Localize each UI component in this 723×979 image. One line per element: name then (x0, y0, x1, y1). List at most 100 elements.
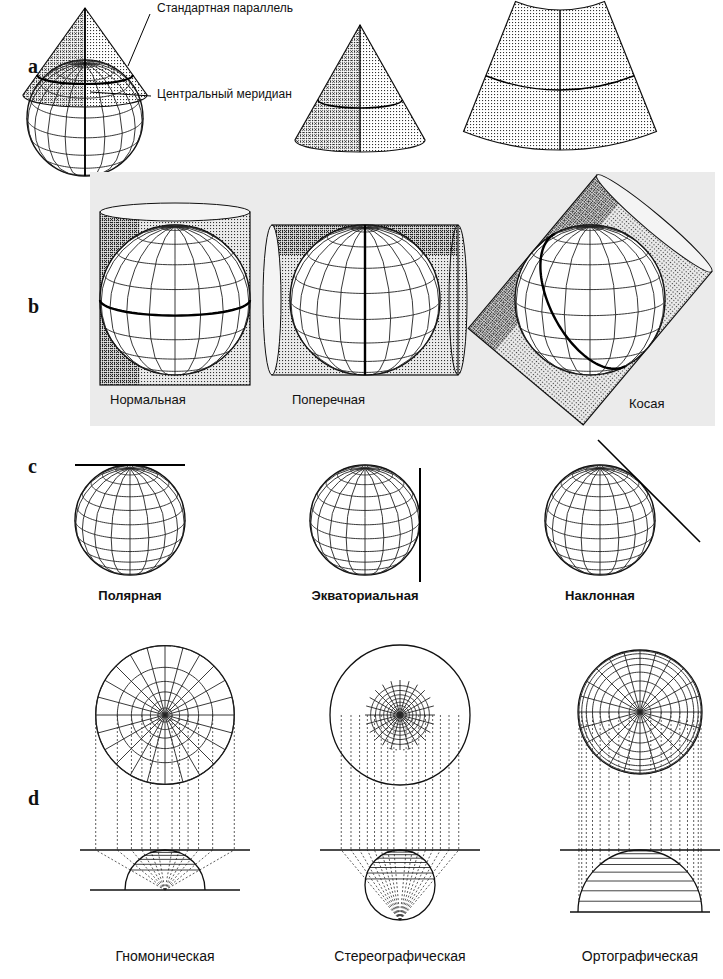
parallel-chord (378, 858, 423, 859)
drop-line (679, 712, 680, 850)
projection-ray (586, 850, 587, 881)
projection-ray (592, 850, 593, 872)
projection-ray (609, 850, 610, 858)
drop-line (687, 712, 688, 850)
parallel-chord (600, 864, 680, 865)
cylinder-end (263, 225, 281, 375)
drop-line (578, 712, 579, 850)
drop-line (341, 715, 342, 850)
panel-letter: b (28, 294, 39, 318)
drop-line (359, 715, 360, 850)
projection-plane (560, 849, 720, 850)
drop-line (600, 712, 601, 850)
globe (515, 225, 665, 375)
parallel-chord (593, 872, 688, 873)
globe-disc (310, 465, 420, 575)
graticule (578, 650, 702, 774)
drop-line (425, 715, 426, 850)
projection-ray (693, 850, 694, 881)
globe (100, 225, 250, 375)
projection-ray (701, 850, 702, 901)
drop-line (618, 712, 619, 850)
oblique-cylinder (468, 168, 717, 425)
projection-ray (698, 850, 699, 891)
drop-line (412, 715, 413, 850)
drop-line (117, 715, 118, 850)
drop-line (418, 715, 419, 850)
callout-label: Центральный меридиан (155, 87, 294, 101)
drop-line (586, 712, 587, 850)
drop-line (629, 712, 630, 850)
drop-line (432, 715, 433, 850)
cylinder (272, 225, 458, 375)
parallel-chord (151, 852, 178, 853)
drop-line (188, 715, 189, 850)
drop-line (650, 712, 651, 850)
panel-letter: a (28, 54, 38, 78)
unrolled-cone (464, 1, 657, 150)
drop-line (157, 715, 158, 850)
projection-caption: Экваториальная (309, 588, 420, 604)
cylinder-end (449, 225, 467, 375)
projection-caption: Стереографическая (332, 948, 467, 965)
cone-shade (23, 8, 85, 107)
hemisphere (125, 850, 205, 890)
projection-ray (367, 850, 400, 920)
drop-line (95, 715, 96, 850)
callout-label: Стандартная параллель (155, 1, 295, 15)
drop-line (440, 715, 441, 850)
tangent-line (364, 225, 366, 375)
graticule (365, 680, 435, 750)
globe-disc (515, 225, 665, 375)
parallel-chord (373, 862, 427, 863)
hemisphere (578, 850, 702, 912)
drop-line (374, 715, 375, 850)
parallel-chord (145, 855, 185, 856)
central-meridian (559, 10, 560, 150)
drop-line (458, 715, 459, 850)
cylinder (100, 212, 250, 385)
sphere (365, 850, 435, 920)
parallel-chord (388, 852, 412, 853)
projection-caption: Ортографическая (580, 948, 700, 965)
projection-ray (671, 850, 672, 858)
globe (75, 465, 185, 575)
panel-letter: d (28, 786, 39, 810)
parallel-chord (609, 858, 671, 859)
panel-ground (90, 172, 715, 426)
drop-line (350, 715, 351, 850)
grid-disc (578, 650, 702, 774)
globe-disc (100, 225, 250, 375)
graticule (515, 225, 665, 375)
projection-ray (394, 850, 400, 920)
parallel-chord (366, 878, 435, 879)
projection-ray (600, 850, 601, 865)
leader-line (128, 14, 150, 66)
graticule (100, 225, 250, 375)
central-meridian (84, 8, 86, 176)
parallel-chord (582, 890, 699, 891)
projection-ray (581, 850, 582, 891)
drop-line (581, 712, 582, 850)
drop-line (131, 715, 132, 850)
drop-line (179, 715, 180, 850)
projection-caption: Косая (627, 396, 667, 412)
projection-caption: Нормальная (108, 392, 188, 408)
projection-ray (679, 850, 680, 865)
globe (290, 225, 440, 375)
panel-letter: c (28, 454, 37, 478)
parallel-chord (619, 853, 661, 854)
projection-caption: Поперечная (290, 392, 367, 408)
parallel-chord (367, 873, 433, 874)
drop-line (698, 712, 699, 850)
cylinder (468, 175, 711, 425)
globe (310, 465, 420, 575)
globe-disc (290, 225, 440, 375)
azimuthal-grid (96, 646, 235, 785)
globe-disc (75, 465, 185, 575)
tangent-plane (75, 464, 185, 466)
projection-caption: Наклонная (563, 588, 637, 604)
projection-caption: Полярная (96, 588, 163, 604)
drop-line (381, 715, 382, 850)
